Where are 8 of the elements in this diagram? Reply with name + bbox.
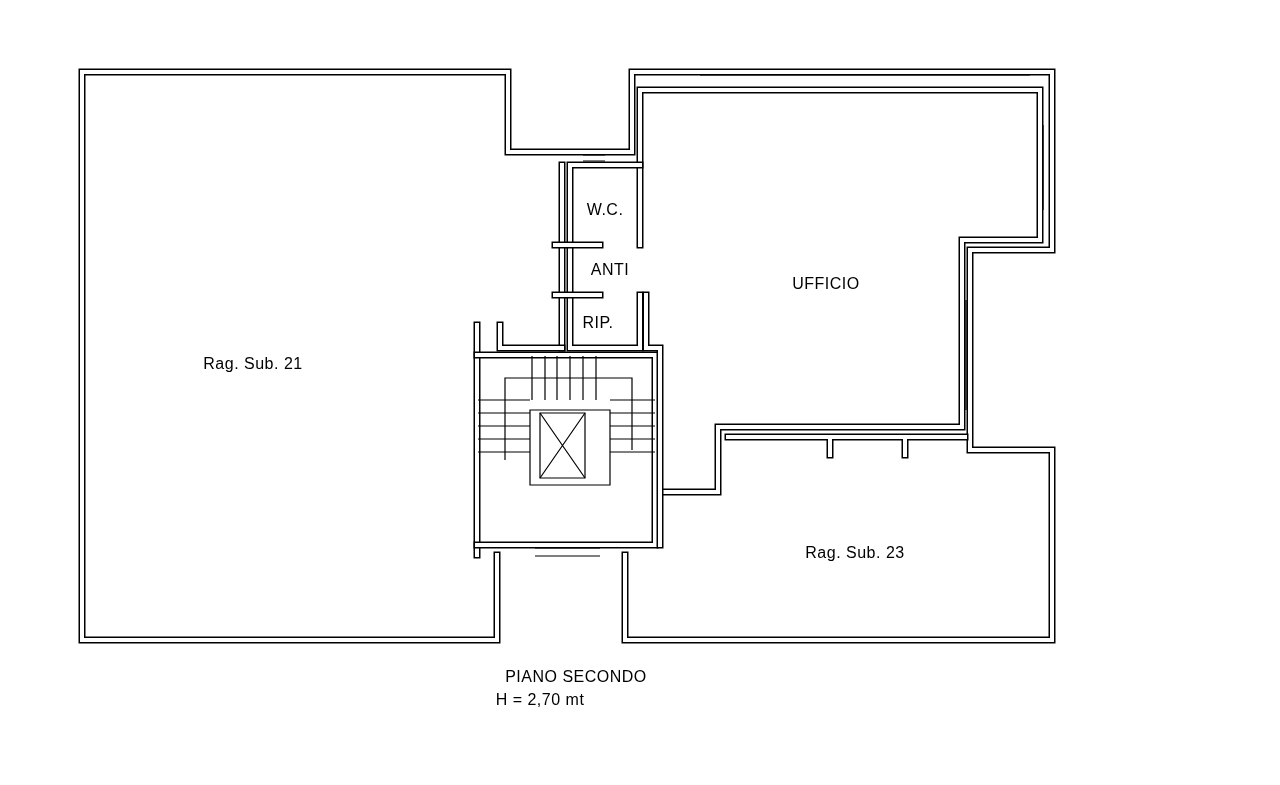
room-label: ANTI bbox=[590, 261, 630, 279]
height-note: H = 2,70 mt bbox=[495, 691, 585, 709]
room-label: W.C. bbox=[586, 201, 624, 219]
room-label: UFFICIO bbox=[792, 275, 860, 293]
room-label: Rag. Sub. 21 bbox=[203, 355, 303, 373]
room-label: Rag. Sub. 23 bbox=[805, 544, 905, 562]
plan-title: PIANO SECONDO bbox=[505, 668, 647, 686]
room-label: RIP. bbox=[582, 314, 614, 332]
